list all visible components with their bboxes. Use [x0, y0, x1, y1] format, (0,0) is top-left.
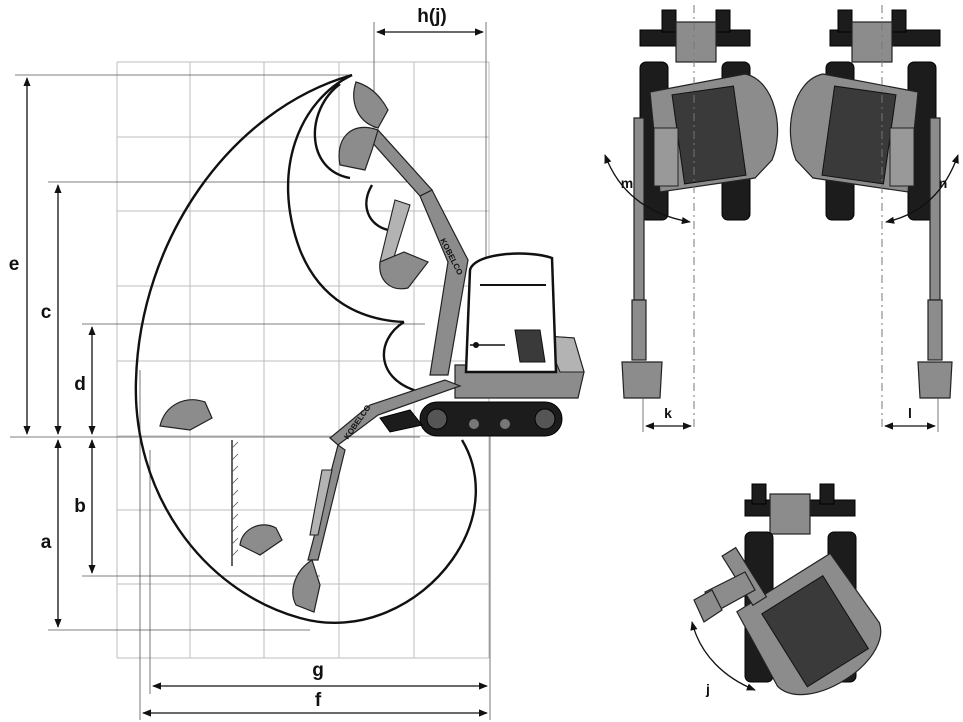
label-c: c [41, 302, 52, 323]
inner-curve-2 [313, 83, 351, 180]
boom-top-left [633, 117, 645, 301]
dozer-blade [379, 409, 423, 433]
label-g: g [312, 660, 324, 681]
top-view-right-offset: n l [789, 5, 959, 432]
label-d: d [74, 374, 86, 395]
bucket-top [353, 81, 389, 129]
crawler-track [419, 401, 563, 437]
bucket-top-right [917, 361, 953, 399]
bucket-top-left [621, 361, 663, 399]
label-m: m [621, 175, 633, 191]
label-hj: h(j) [417, 6, 447, 27]
label-b: b [74, 496, 86, 517]
label-f: f [315, 690, 322, 711]
bucket-side-wall [239, 524, 283, 556]
inner-curve-3 [382, 320, 421, 394]
engine-cover [671, 85, 747, 185]
top-view-left-offset: m k [604, 5, 779, 432]
inner-curve-1 [286, 73, 405, 324]
label-j: j [705, 681, 710, 697]
bucket-raised [338, 126, 379, 171]
boom-upper [419, 189, 469, 376]
bucket-side-left [159, 399, 213, 431]
inner-curve-4 [365, 184, 389, 232]
swing-arc-m [604, 154, 691, 225]
wall-hatch [231, 441, 239, 557]
boom-top-right [929, 117, 941, 301]
arm-upper [369, 129, 433, 197]
digging-envelope [134, 73, 477, 624]
vertical-dimensions: e c d b a [4, 74, 425, 631]
label-l: l [908, 405, 912, 421]
bucket-lowest [292, 559, 321, 613]
swing-arc-n [885, 154, 959, 224]
label-a: a [41, 532, 52, 553]
label-k: k [664, 405, 672, 421]
excavator-side-view: KOBELCO KOBELCO [159, 81, 585, 613]
outer-reach-curve [134, 73, 477, 624]
label-e: e [9, 254, 20, 275]
horizontal-dimensions: g f h(j) [139, 6, 491, 720]
top-view-tail-swing: j [690, 483, 882, 697]
swing-arc-j [690, 621, 756, 691]
bucket-mid [379, 251, 429, 290]
label-n: n [939, 175, 948, 191]
